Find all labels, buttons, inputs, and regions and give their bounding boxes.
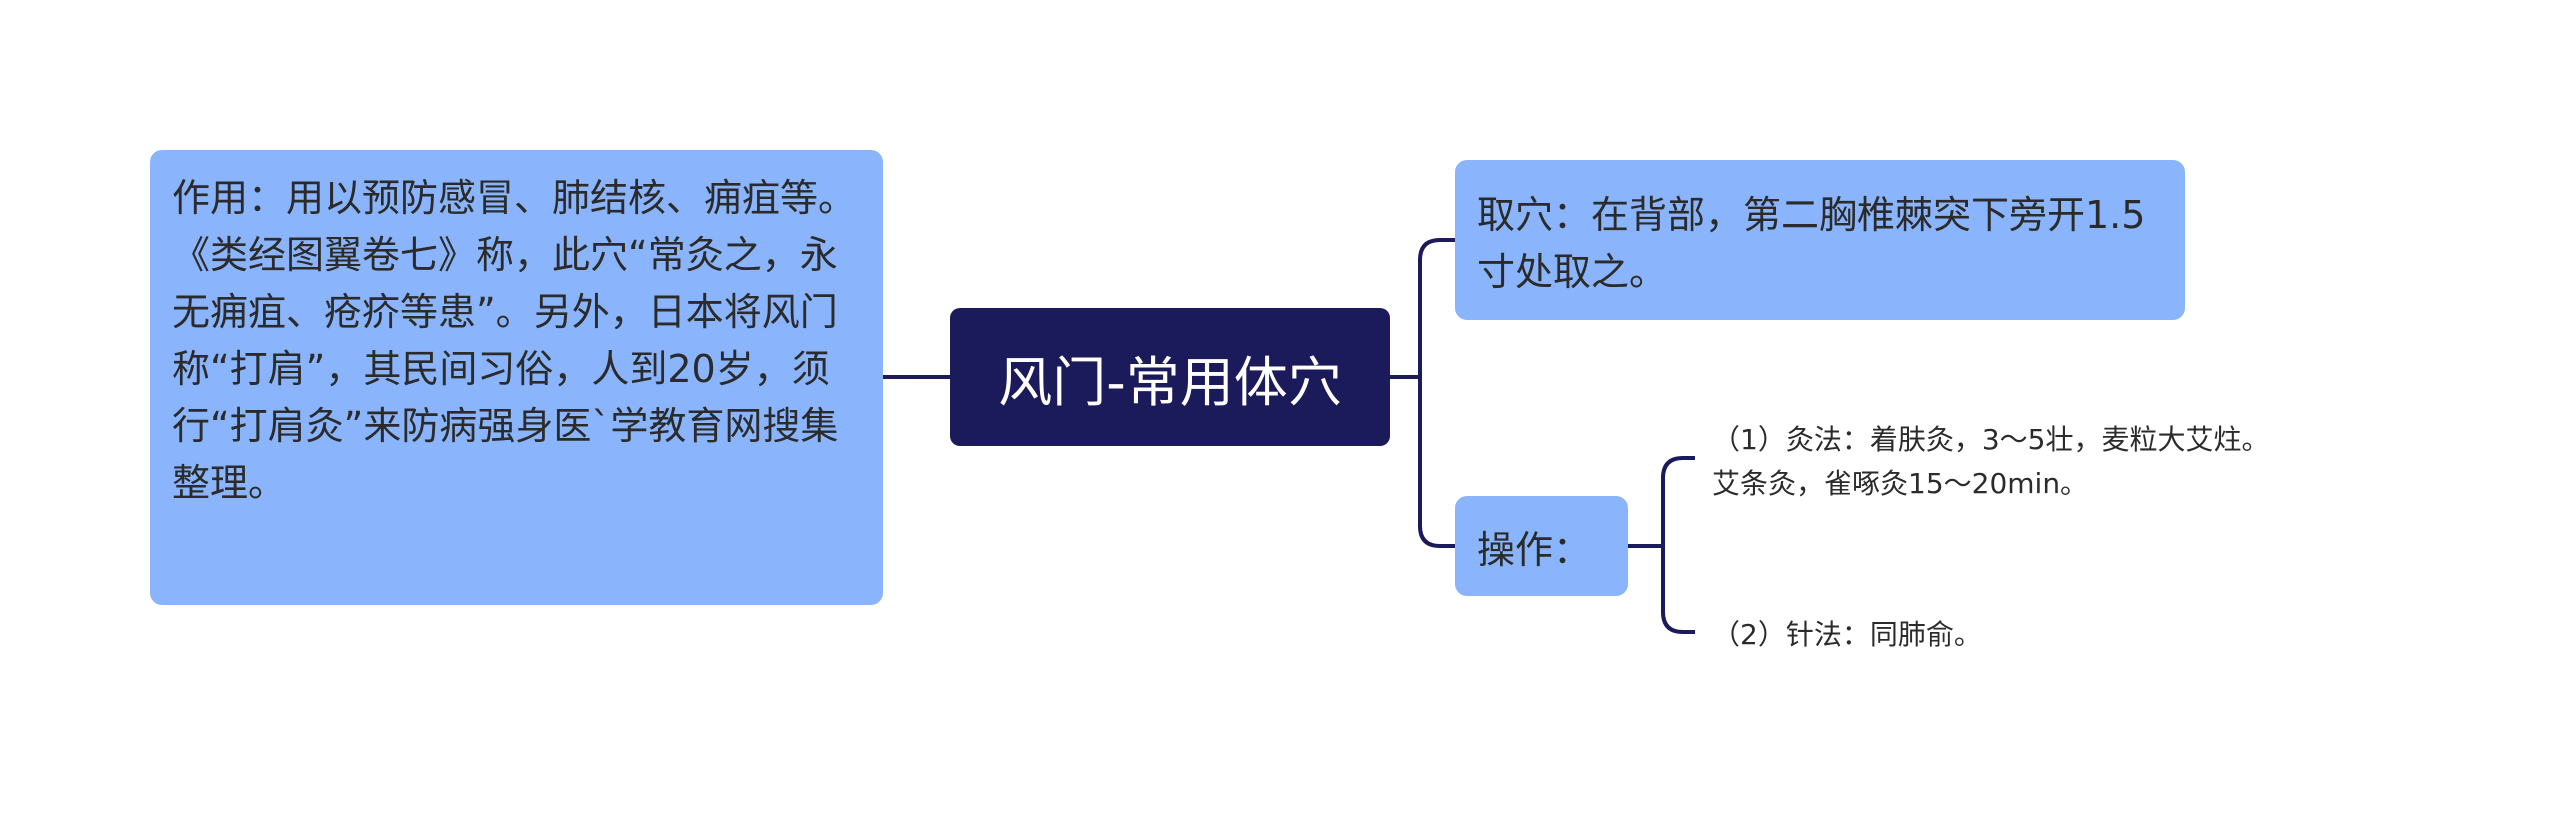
effect-text: 作用：用以预防感冒、肺结核、痈疽等。《类经图翼卷七》称，此穴“常灸之，永无痈疽、…	[172, 176, 857, 505]
effect-node[interactable]: 作用：用以预防感冒、肺结核、痈疽等。《类经图翼卷七》称，此穴“常灸之，永无痈疽、…	[150, 150, 883, 605]
acupuncture-leaf[interactable]: （2）针法：同肺俞。	[1712, 618, 1982, 651]
operation-node[interactable]: 操作：	[1455, 496, 1628, 596]
link-right-branches	[1418, 238, 1455, 548]
acupoint-location-text: 取穴：在背部，第二胸椎棘突下旁开1.5寸处取之。	[1477, 193, 2146, 294]
operation-label: 操作：	[1477, 527, 1592, 572]
acupoint-location-node[interactable]: 取穴：在背部，第二胸椎棘突下旁开1.5寸处取之。	[1455, 160, 2185, 320]
link-operation-leaves	[1661, 456, 1695, 634]
central-topic-label: 风门-常用体穴	[998, 350, 1342, 414]
central-topic[interactable]: 风门-常用体穴	[950, 308, 1390, 446]
moxibustion-leaf[interactable]: （1）灸法：着肤灸，3～5壮，麦粒大艾炷。 艾条灸，雀啄灸15～20min。	[1712, 423, 2270, 500]
